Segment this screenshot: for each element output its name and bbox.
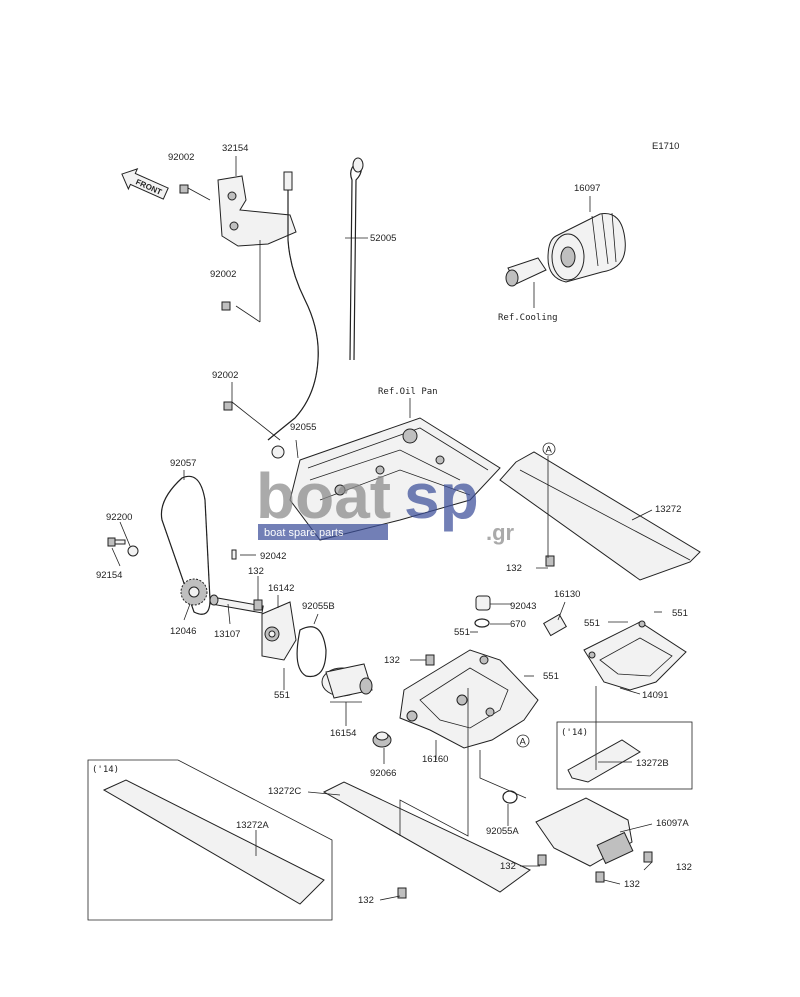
label-92066: 92066 (370, 768, 396, 779)
label-132-f: 132 (624, 879, 640, 890)
label-132-e: 132 (676, 862, 692, 873)
diagram-id: E1710 (652, 141, 679, 152)
bolt-92154 (107, 537, 126, 547)
pin (231, 549, 237, 560)
label-132-a: 132 (506, 563, 522, 574)
label-670: 670 (510, 619, 526, 630)
o-ring-92055b (296, 626, 327, 678)
pump-rotor (321, 663, 373, 699)
cooling-fitting (505, 257, 547, 287)
year-tag-right: ('14) (561, 728, 588, 738)
label-16160: 16160 (422, 754, 448, 765)
label-132-c: 132 (384, 655, 400, 666)
year-box-14-right (556, 721, 693, 790)
baffle-13272a (102, 779, 325, 905)
oil-pump-body (399, 649, 539, 749)
plug-92066 (372, 731, 392, 748)
label-92154: 92154 (96, 570, 122, 581)
bolt-icons (179, 184, 653, 899)
callout-a-bottom: A (516, 734, 530, 748)
ref-cooling: Ref.Cooling (498, 313, 558, 323)
oil-pan (271, 417, 501, 541)
collar (475, 595, 491, 611)
year-box-14-left (87, 759, 333, 921)
label-551-b: 551 (584, 618, 600, 629)
label-132-d: 132 (500, 861, 516, 872)
oil-filter (547, 212, 626, 283)
pump-sprocket (180, 578, 208, 606)
label-32154: 32154 (222, 143, 248, 154)
dipstick-bracket (217, 175, 297, 247)
label-92002-b: 92002 (210, 269, 236, 280)
callout-a-top: A (542, 442, 556, 456)
label-13107: 13107 (214, 629, 240, 640)
label-16154: 16154 (330, 728, 356, 739)
watermark-brand-left: boat (256, 460, 391, 532)
watermark-brand-right: sp (404, 460, 479, 532)
label-92043: 92043 (510, 601, 536, 612)
label-92055b: 92055B (302, 601, 335, 612)
label-132-g: 132 (358, 895, 374, 906)
label-13272a: 13272A (236, 820, 269, 831)
leader-lines (111, 156, 662, 901)
watermark-tagline: boat spare parts (264, 527, 344, 539)
baffle-13272c (322, 781, 531, 893)
label-16097a: 16097A (656, 818, 689, 829)
baffle-13272b (567, 739, 641, 783)
label-16142: 16142 (268, 583, 294, 594)
label-16130: 16130 (554, 589, 580, 600)
label-13272b: 13272B (636, 758, 669, 769)
label-12046: 12046 (170, 626, 196, 637)
pump-shaft (209, 594, 264, 614)
svg-text:A: A (520, 737, 527, 748)
dipstick (349, 157, 364, 361)
label-14091: 14091 (642, 690, 668, 701)
label-551-e: 551 (274, 690, 290, 701)
label-13272: 13272 (655, 504, 681, 515)
label-551-d: 551 (543, 671, 559, 682)
label-52005: 52005 (370, 233, 396, 244)
strainer-bracket (583, 620, 687, 691)
pump-cover (261, 601, 297, 661)
label-92055: 92055 (290, 422, 316, 433)
label-92200: 92200 (106, 512, 132, 523)
o-ring-670 (474, 618, 490, 628)
label-13272c: 13272C (268, 786, 301, 797)
label-92057: 92057 (170, 458, 196, 469)
watermark-domain: .gr (486, 520, 515, 545)
baffle-13272 (499, 451, 701, 581)
oil-cooler-housing (535, 797, 634, 867)
ref-oil-pan: Ref.Oil Pan (378, 387, 438, 397)
front-arrow-icon: FRONT (121, 168, 169, 200)
watermark-logo: boat sp .gr boat spare parts (256, 460, 515, 545)
label-92055a: 92055A (486, 826, 519, 837)
svg-text:A: A (546, 445, 553, 456)
label-92002-c: 92002 (212, 370, 238, 381)
washer (127, 545, 139, 557)
label-16097: 16097 (574, 183, 600, 194)
label-551-a: 551 (672, 608, 688, 619)
label-132-b: 132 (248, 566, 264, 577)
label-92002-a: 92002 (168, 152, 194, 163)
year-tag-left: ('14) (92, 765, 119, 775)
drive-chain (160, 475, 211, 615)
relief-valve (543, 613, 567, 637)
label-92042: 92042 (260, 551, 286, 562)
label-551-c: 551 (454, 627, 470, 638)
